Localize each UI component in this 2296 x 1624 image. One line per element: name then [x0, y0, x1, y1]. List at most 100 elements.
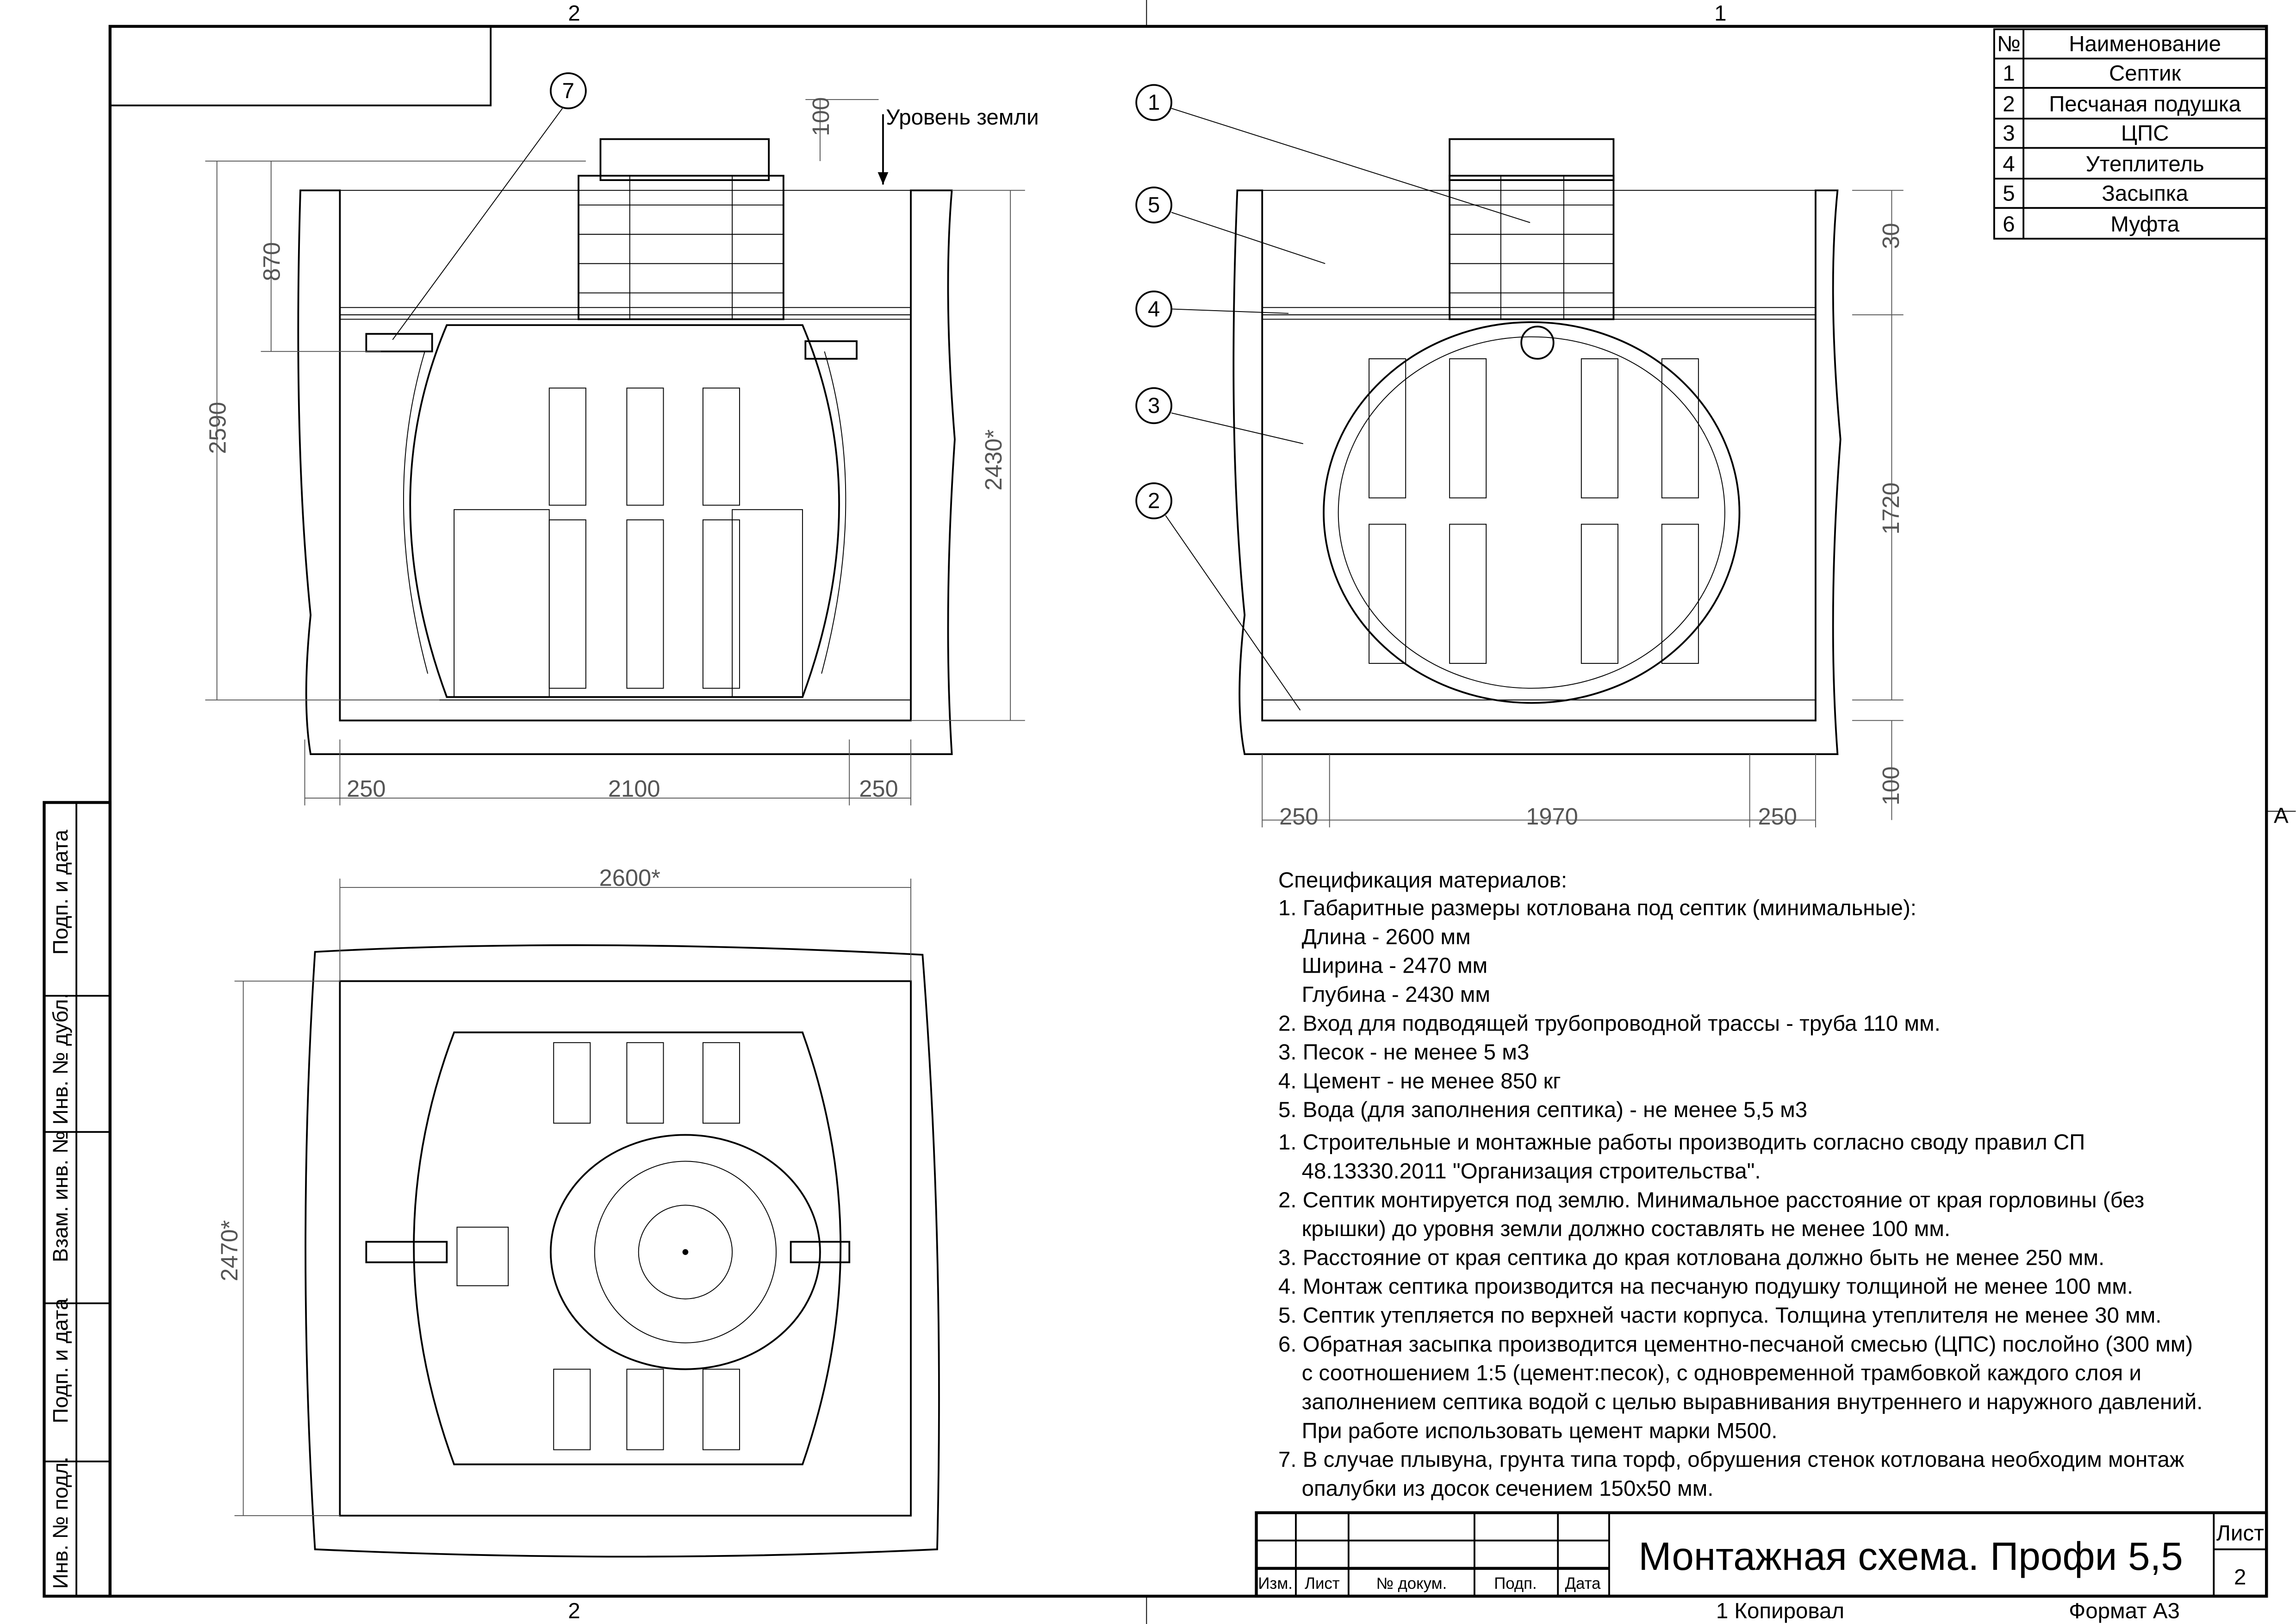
note-line: 3. Расстояние от края септика до края ко…: [1278, 1245, 2104, 1270]
inlet-pipe: [365, 333, 433, 353]
table-row: 1 Септик: [2003, 61, 2181, 86]
callout-number: 5: [1148, 193, 1160, 218]
cps-backfill: [339, 980, 912, 1517]
row-name: Септик: [2109, 61, 2181, 86]
soil: [297, 189, 956, 755]
table-row: 5 Засыпка: [2003, 181, 2188, 206]
dim-right: 250: [859, 775, 898, 802]
cps-backfill: [1262, 314, 1816, 700]
column-label: Подп.: [1494, 1575, 1537, 1593]
spec-line: 2. Вход для подводящей трубопроводной тр…: [1278, 1011, 1941, 1036]
septic-neck: [1449, 175, 1615, 320]
dim-length: 2600*: [599, 865, 660, 891]
row-name: Засыпка: [2102, 181, 2188, 206]
dim-top: 870: [259, 242, 285, 281]
parts-table: № Наименование 1 Септик 2 Песчаная подушка…: [1993, 28, 2268, 240]
septic-lid: [599, 138, 770, 181]
callout-number: 4: [1148, 297, 1160, 321]
callout-circle: [550, 72, 587, 109]
backfill-sand: [1262, 190, 1816, 316]
row-name: Утеплитель: [2086, 152, 2204, 176]
note-line: 48.13330.2011 "Организация строительства…: [1302, 1159, 1761, 1183]
dim-width: 1970: [1526, 803, 1578, 830]
row-number: 2: [2003, 92, 2015, 116]
note-line: опалубки из досок сечением 150х50 мм.: [1302, 1476, 1714, 1501]
insulation-layer: [1262, 307, 1816, 320]
table-row: 4 Утеплитель: [2003, 152, 2204, 176]
title-block: Изм. Лист № докум. Подп. Дата Монтажная …: [1255, 1511, 2268, 1598]
note-line: 4. Монтаж септика производится на песчан…: [1278, 1274, 2133, 1299]
row-number: 6: [2003, 212, 2015, 237]
column-label: Лист: [1305, 1575, 1340, 1593]
septic-tank-plan: [413, 1031, 842, 1466]
format-label: Формат А3: [2069, 1599, 2180, 1623]
spec-title: Спецификация материалов:: [1278, 868, 1567, 893]
row-name: Песчаная подушка: [2049, 92, 2241, 116]
septic-lid: [1449, 138, 1615, 181]
septic-tank-body: [409, 324, 840, 698]
sand-pad: [339, 700, 912, 721]
outlet-pipe: [790, 1241, 851, 1263]
zone-marker: A: [2274, 804, 2289, 828]
dim-right: 250: [1758, 803, 1797, 830]
zone-marker: 2: [568, 1, 580, 25]
septic-neck-plan: [550, 1134, 821, 1370]
copied-by-label: 1 Копировал: [1716, 1599, 1844, 1623]
row-number: 3: [2003, 121, 2015, 146]
callout-number: 2: [1148, 489, 1160, 513]
dim-insulation: 30: [1878, 223, 1904, 249]
row-number: 1: [2003, 61, 2015, 86]
front-view: 2590 870 100 2430* 250 2100 250 Уровень …: [205, 72, 1039, 806]
soil: [1232, 189, 1842, 755]
note-line: 2. Септик монтируется под землю. Минимал…: [1278, 1188, 2144, 1212]
row-number: 5: [2003, 181, 2015, 206]
dim-neck: 100: [808, 97, 834, 136]
column-label: № докум.: [1376, 1575, 1447, 1593]
spec-line: Глубина - 2430 мм: [1302, 982, 1490, 1007]
materials-spec: Спецификация материалов: 1. Габаритные р…: [1278, 868, 2203, 1501]
dim-left: 250: [347, 775, 386, 802]
side-stamp: Подп. и дата Инв. № дубл. Взам. инв. № П…: [43, 801, 112, 1598]
column-label: Дата: [1565, 1575, 1601, 1593]
dim-pit-depth: 2430*: [980, 429, 1007, 490]
drawing-frame: 2 1 2 A 1 Копировал Формат А3: [108, 0, 2296, 1624]
stamp-label: Инв. № дубл.: [48, 993, 72, 1124]
sheet-number: 2: [2234, 1565, 2246, 1590]
spec-line: Ширина - 2470 мм: [1302, 954, 1488, 978]
top-left-stamp-box: [109, 25, 492, 106]
plan-view: 2600* 2470*: [216, 865, 940, 1558]
septic-tank-body: [1323, 321, 1741, 704]
dim-pad: 100: [1878, 766, 1904, 805]
note-line: заполнением септика водой с целью выравн…: [1302, 1390, 2203, 1414]
ground-level-label: Уровень земли: [886, 105, 1039, 130]
spec-line: 4. Цемент - не менее 850 кг: [1278, 1069, 1561, 1093]
note-line: 5. Септик утепляется по верхней части ко…: [1278, 1303, 2161, 1328]
stamp-label: Подп. и дата: [48, 830, 72, 955]
callout-number: 7: [562, 79, 574, 103]
table-header-name: Наименование: [2069, 32, 2221, 56]
zone-marker: 2: [568, 1599, 580, 1623]
table-header-number: №: [1997, 32, 2021, 56]
row-number: 4: [2003, 152, 2015, 176]
inlet-pipe: [365, 1241, 448, 1263]
spec-line: 1. Габаритные размеры котлована под септ…: [1278, 896, 1916, 920]
side-view: 30 1720 100 250 1970 250 1 5 4 3 2: [1135, 84, 1904, 830]
sand-pad: [1262, 700, 1816, 721]
dim-height: 1720: [1878, 482, 1904, 535]
row-name: Муфта: [2110, 212, 2179, 237]
dim-total-height: 2590: [205, 402, 231, 454]
stamp-label: Инв. № подл.: [48, 1456, 72, 1589]
spec-line: 3. Песок - не менее 5 м3: [1278, 1040, 1529, 1065]
spec-line: 5. Вода (для заполнения септика) - не ме…: [1278, 1098, 1807, 1122]
note-line: При работе использовать цемент марки М50…: [1302, 1418, 1778, 1443]
note-line: с соотношением 1:5 (цемент:песок), с одн…: [1302, 1361, 2141, 1386]
callout-number: 1: [1148, 90, 1160, 115]
insulation-layer: [339, 307, 912, 320]
soil: [305, 944, 940, 1558]
stamp-label: Взам. инв. №: [48, 1131, 72, 1262]
sheet-label: Лист: [2216, 1521, 2264, 1546]
zone-marker: 1: [1714, 1, 1726, 25]
note-line: 1. Строительные и монтажные работы произ…: [1278, 1130, 2085, 1155]
